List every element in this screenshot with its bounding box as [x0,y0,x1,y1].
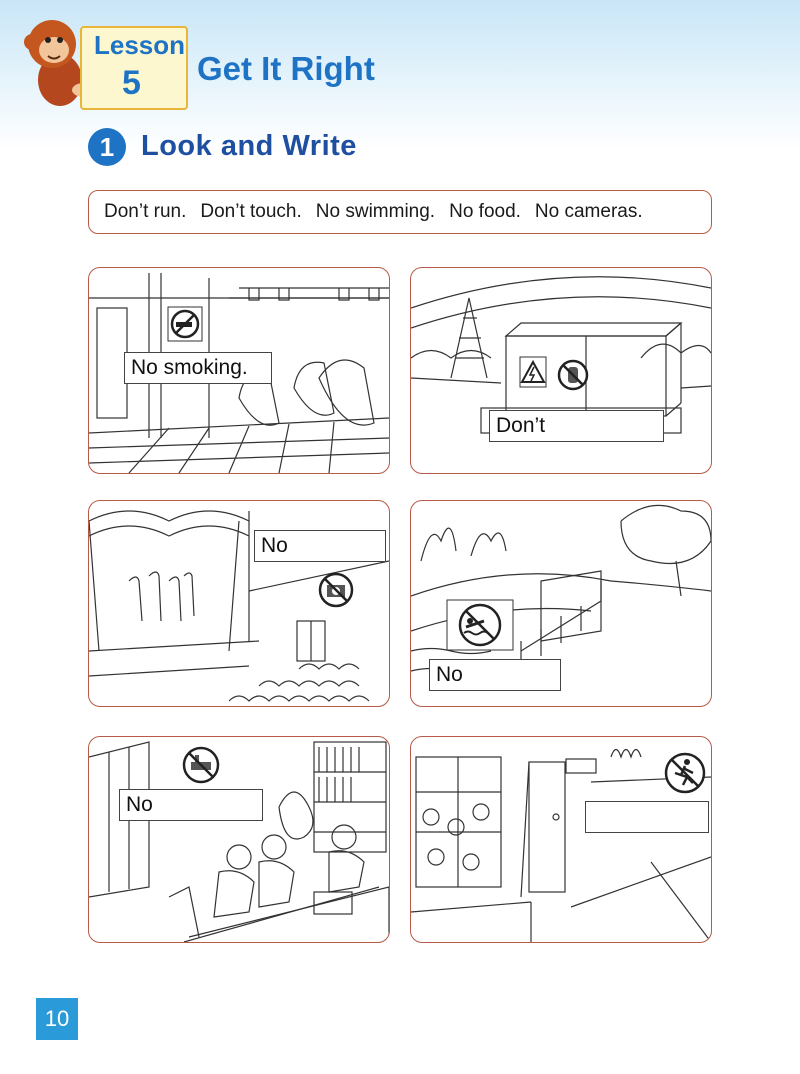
answer-label: No [429,659,561,691]
panel-bus-scene: No smoking. [88,267,390,474]
theater-scene-illustration [89,510,389,702]
lesson-word: Lesson [94,30,186,60]
page-number: 10 [36,998,78,1040]
answer-label: Don’t [489,410,664,442]
word-bank-item: No cameras. [534,201,643,222]
answer-label [585,801,709,833]
lesson-number: 5 [122,64,141,102]
word-bank-item: No swimming. [315,201,436,222]
word-bank-item: Don’t run. [104,201,187,222]
electric-box-scene-illustration [411,276,711,434]
panel-theater-scene: No [88,500,390,707]
library-scene-illustration [89,741,389,942]
panel-electric-box-scene: Don’t [410,267,712,474]
section-title: Look and Write [141,130,357,162]
word-bank-item: No food. [449,201,521,222]
answer-label: No smoking. [124,352,272,384]
page-title: Get It Right [197,50,375,87]
panel-river-scene: No [410,500,712,707]
section-number-badge: 1 [88,128,126,166]
panel-hallway-scene [410,736,712,943]
word-bank: Don’t run. Don’t touch. No swimming. No … [88,190,712,234]
lesson-badge: Lesson 5 [80,26,188,110]
answer-label: No [119,789,263,821]
panel-library-scene: No [88,736,390,943]
word-bank-item: Don’t touch. [200,201,302,222]
answer-label: No [254,530,386,562]
monkey-mascot-icon [22,14,102,115]
